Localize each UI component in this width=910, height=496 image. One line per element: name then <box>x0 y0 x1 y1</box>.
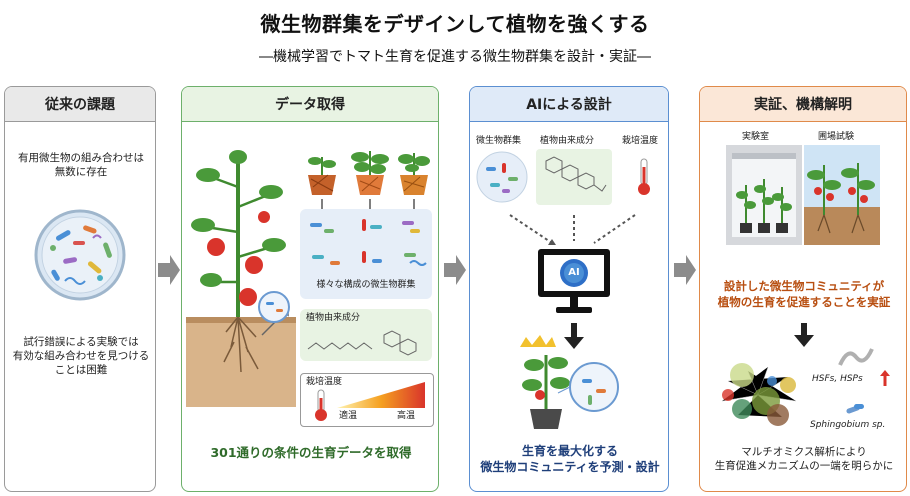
field-label: 圃場試験 <box>818 132 855 142</box>
compound-label: 植物由来成分 <box>306 313 361 323</box>
lab-label: 実験室 <box>742 132 770 142</box>
subtitle: ―機械学習でトマト生育を促進する微生物群集を設計・実証― <box>259 49 651 65</box>
microbe-label: 様々な構成の微生物群集 <box>316 280 416 290</box>
arrow-right-icon <box>444 255 466 285</box>
field-trial-icon <box>804 145 880 245</box>
challenge-text-top-line1: 有用微生物の組み合わせは <box>18 152 144 164</box>
input-arrows <box>509 214 636 245</box>
microbe-community-icon <box>476 151 528 203</box>
panel-validation-heading: 実証、機構解明 <box>700 87 906 122</box>
arrow-up-icon <box>880 370 890 386</box>
computer-ai-icon <box>538 249 610 313</box>
main-title: 微生物群集をデザインして植物を強くする <box>260 12 650 36</box>
panel-data-heading: データ取得 <box>182 87 438 122</box>
temperature-box: 栽培温度 適温 高温 <box>300 373 434 427</box>
compound-structure-icon <box>536 149 612 205</box>
thermometer-icon <box>638 158 650 195</box>
challenge-text-bottom: 試行錯誤による実験では 有効な組み合わせを見つける ことは困難 <box>5 335 157 378</box>
panel-validation: 実証、機構解明 実験室 圃場試験 設計した微生物コミュニティが 植物の生育を促進… <box>699 86 907 492</box>
validation-footer: マルチオミクス解析により 生育促進メカニズムの一端を明らかに <box>700 445 908 473</box>
ai-footer-line1: 生育を最大化する <box>521 444 618 458</box>
validation-result-line2: 植物の生育を促進することを実証 <box>717 294 891 309</box>
panel-challenge-heading: 従来の課題 <box>5 87 155 122</box>
ai-footer-line2: 微生物コミュニティを予測・設計 <box>480 460 660 475</box>
bacterium-label: Sphingobium sp. <box>810 420 886 430</box>
temp-label: 栽培温度 <box>306 377 343 387</box>
ai-input-compounds-label: 植物由来成分 <box>540 136 595 146</box>
validation-result: 設計した微生物コミュニティが 植物の生育を促進することを実証 <box>700 279 908 310</box>
challenge-text-top: 有用微生物の組み合わせは 無数に存在 <box>5 151 157 179</box>
microbe-communities-box: 様々な構成の微生物群集 <box>300 209 432 299</box>
petri-dish-icon <box>34 209 126 301</box>
validation-footer-line2: 生育促進メカニズムの一端を明らかに <box>714 460 894 473</box>
arrow-down-icon <box>794 323 814 347</box>
challenge-text-bottom-line2: 有効な組み合わせを見つける <box>12 350 150 363</box>
bacterium-icon <box>846 404 864 414</box>
ai-footer: 生育を最大化する 微生物コミュニティを予測・設計 <box>470 443 670 475</box>
panel-challenge: 従来の課題 有用微生物の組み合わせは 無数に存在 試行錯誤による実験では 有効な… <box>4 86 156 492</box>
thermometer-icon <box>315 389 327 421</box>
gene-label: HSFs, HSPs <box>812 374 863 384</box>
potted-plant-icon <box>520 335 619 429</box>
ai-input-temp-label: 栽培温度 <box>622 136 659 146</box>
tomato-plant-icon <box>186 150 296 407</box>
temp-high-label: 高温 <box>397 411 416 421</box>
panel-data: データ取得 <box>181 86 439 492</box>
data-footer: 301通りの条件の生育データを取得 <box>210 445 412 460</box>
gene-strand-icon <box>838 348 874 366</box>
ai-input-microbes-label: 微生物群集 <box>476 136 522 146</box>
network-graph-icon <box>721 363 797 426</box>
challenge-text-bottom-line1: 試行錯誤による実験では <box>23 336 139 348</box>
temperature-gradient <box>337 382 425 408</box>
pots-row-icon <box>308 151 430 209</box>
microbe-cluster-icon <box>310 219 427 266</box>
compound-box: 植物由来成分 <box>300 309 432 361</box>
molecule-icon <box>307 330 417 356</box>
temp-low-label: 適温 <box>339 411 358 421</box>
ai-badge: AI <box>568 267 580 278</box>
challenge-text-bottom-line3: ことは困難 <box>54 364 108 377</box>
validation-result-line1: 設計した微生物コミュニティが <box>723 279 885 293</box>
lab-chamber-icon <box>726 145 802 245</box>
panel-ai: AIによる設計 微生物群集 植物由来成分 栽培温度 AI <box>469 86 669 492</box>
root-zoom-icon <box>258 291 290 323</box>
challenge-text-top-line2: 無数に存在 <box>54 166 108 179</box>
validation-footer-line1: マルチオミクス解析により <box>741 446 867 458</box>
arrow-right-icon <box>158 255 180 285</box>
panel-ai-heading: AIによる設計 <box>470 87 668 122</box>
arrow-right-icon <box>674 255 696 285</box>
arrow-down-icon <box>564 323 584 349</box>
